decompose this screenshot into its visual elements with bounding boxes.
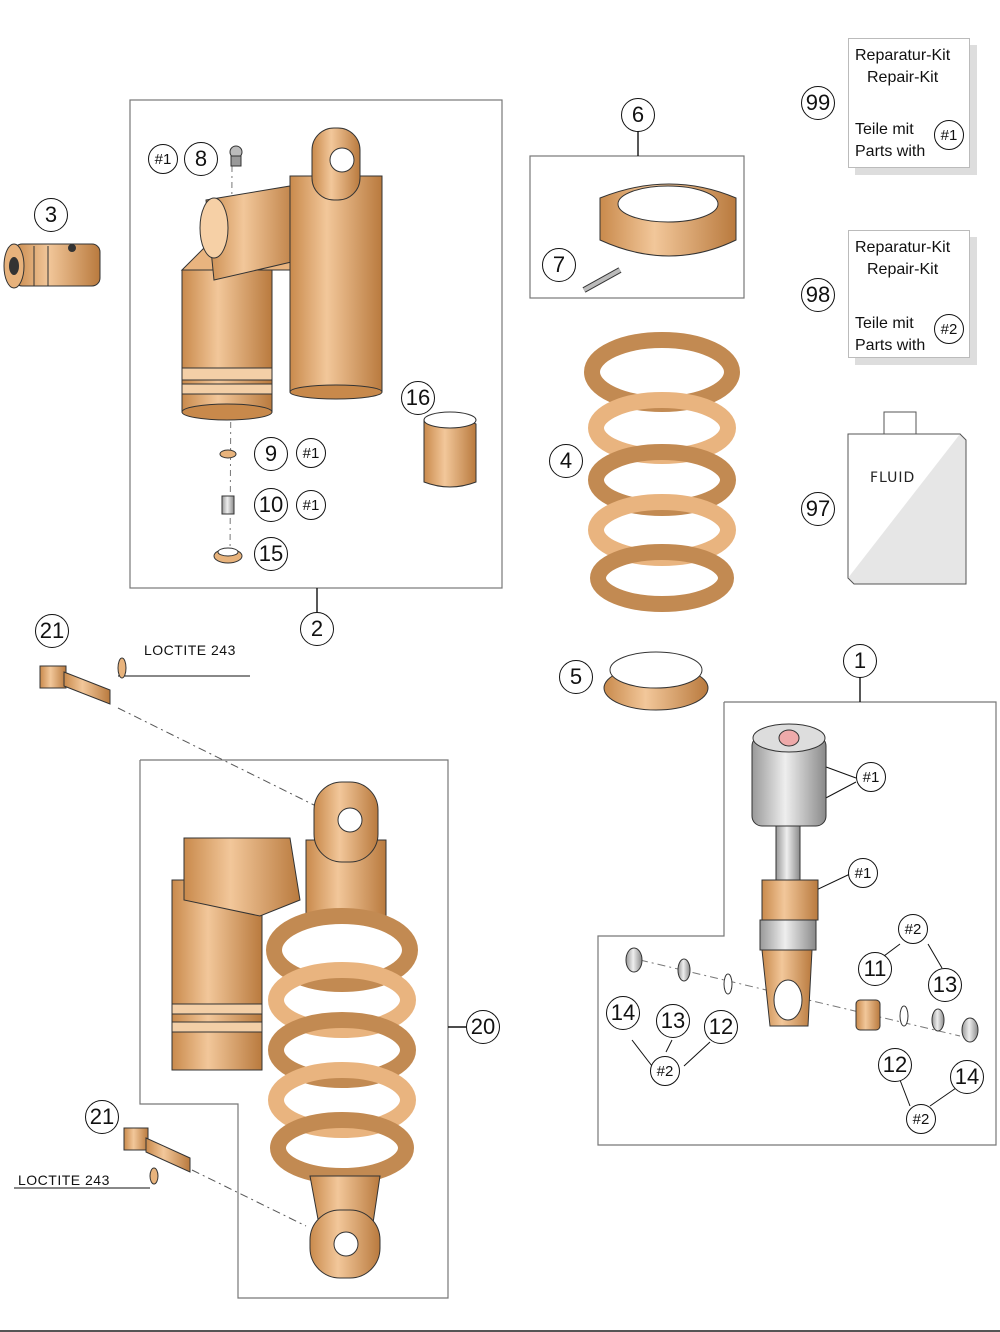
part-10-valve <box>221 495 235 515</box>
callout-15: 15 <box>254 537 288 571</box>
callout-3: 3 <box>34 198 68 232</box>
callout-5: 5 <box>559 660 593 694</box>
tag-#1: #1 <box>296 490 326 520</box>
callout-14: 14 <box>606 996 640 1030</box>
callout-97: 97 <box>801 492 835 526</box>
callout-21: 21 <box>35 614 69 648</box>
kit-line: Teile mit <box>855 121 914 138</box>
group-box-20 <box>139 759 449 1299</box>
callout-12: 12 <box>704 1010 738 1044</box>
callout-20: 20 <box>466 1010 500 1044</box>
part-15-seal <box>213 547 243 564</box>
part-7-bolt <box>582 267 622 293</box>
callout-6: 6 <box>621 98 655 132</box>
part-5-spring-plate <box>603 651 709 711</box>
tag-#1: #1 <box>848 858 878 888</box>
leader-line <box>899 1079 911 1107</box>
kit-line: Parts with <box>855 337 926 354</box>
callout-10: 10 <box>254 488 288 522</box>
callout-2: 2 <box>300 612 334 646</box>
tag-#2: #2 <box>898 914 928 944</box>
part-3-adjuster-cartridge <box>3 243 101 289</box>
callout-1: 1 <box>843 644 877 678</box>
part-6-adjusting-nut <box>599 183 737 257</box>
part-1-bearing-parts <box>625 947 979 1043</box>
fluid-label: FLUID <box>870 470 916 486</box>
assembly-line <box>117 707 317 807</box>
callout-7: 7 <box>542 248 576 282</box>
assembly-line <box>191 1169 307 1227</box>
leader-line <box>683 1041 711 1067</box>
callout-16: 16 <box>401 381 435 415</box>
tag-#1: #1 <box>856 762 886 792</box>
group-box-1 <box>597 701 997 1146</box>
callout-99: 99 <box>801 86 835 120</box>
callout-4: 4 <box>549 444 583 478</box>
part-20-complete-shock <box>171 781 418 1279</box>
part-1-damper-rod <box>751 723 827 1027</box>
leader-line <box>883 943 901 957</box>
callout-98: 98 <box>801 278 835 312</box>
part-9-washer <box>219 449 237 459</box>
tag-#1: #1 <box>148 144 178 174</box>
bottom-rule <box>0 1330 1000 1332</box>
kit-line: Parts with <box>855 143 926 160</box>
part-4-spring <box>584 332 740 612</box>
callout-11: 11 <box>858 952 892 986</box>
part-97-fluid-bottle <box>847 411 967 585</box>
kit-line: Reparatur-Kit <box>855 47 951 64</box>
part-16-bushing <box>423 411 477 488</box>
loctite-label: LOCTITE 243 <box>18 1172 110 1188</box>
kit-tag-callout: #2 <box>934 314 964 344</box>
kit-line: Repair-Kit <box>867 69 939 86</box>
callout-21: 21 <box>85 1100 119 1134</box>
part-21-bolt-top <box>39 657 127 705</box>
tag-#2: #2 <box>650 1056 680 1086</box>
part-21-bolt-bottom <box>123 1127 191 1185</box>
callout-14: 14 <box>950 1060 984 1094</box>
leader-line <box>929 1087 957 1107</box>
leader-line <box>665 1039 673 1053</box>
kit-line: Teile mit <box>855 315 914 332</box>
kit-line: Repair-Kit <box>867 261 939 278</box>
tag-#2: #2 <box>906 1104 936 1134</box>
kit-line: Reparatur-Kit <box>855 239 951 256</box>
callout-9: 9 <box>254 437 288 471</box>
loctite-label: LOCTITE 243 <box>144 642 236 658</box>
callout-13: 13 <box>928 968 962 1002</box>
tag-#1: #1 <box>296 438 326 468</box>
callout-13: 13 <box>656 1004 690 1038</box>
group-box-2 <box>129 99 503 589</box>
callout-12: 12 <box>878 1048 912 1082</box>
repair-kit-card-98: Reparatur-Kit Repair-Kit Teile mit Parts… <box>848 230 970 358</box>
leader-line <box>821 781 857 801</box>
leader-line <box>631 1039 653 1067</box>
part-2-shock-body <box>180 127 383 421</box>
kit-tag-callout: #1 <box>934 120 964 150</box>
callout-8: 8 <box>184 142 218 176</box>
leader-line <box>927 943 943 969</box>
group-box-6 <box>529 155 745 299</box>
